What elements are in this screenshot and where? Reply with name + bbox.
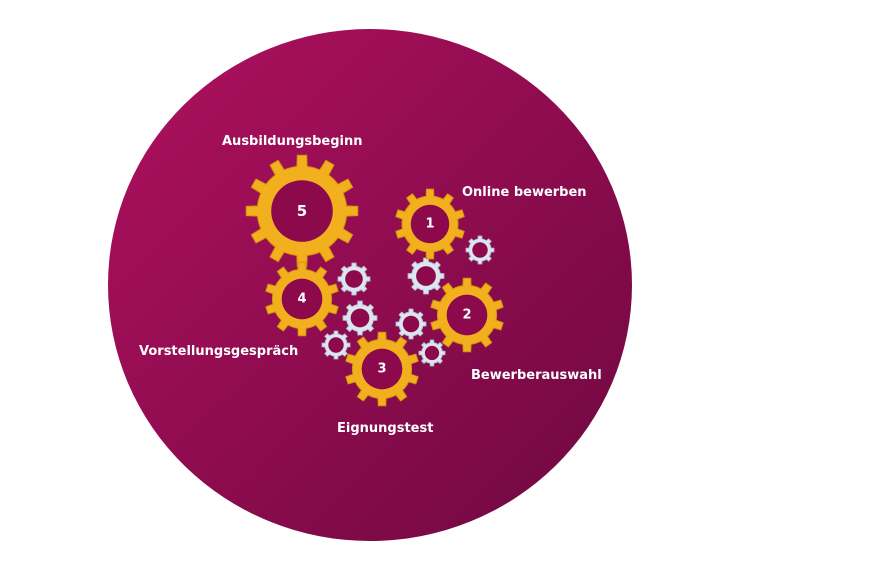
label-ausbildungsbeginn: Ausbildungsbeginn <box>222 134 363 149</box>
gear-step-3: 3 <box>345 331 419 407</box>
gear-step-5: 5 <box>245 154 359 268</box>
gear-step-4: 4 <box>265 261 339 337</box>
big-gear-icon <box>245 154 359 268</box>
small-gear-icon <box>418 339 446 367</box>
gear-step-1: 1 <box>395 188 465 260</box>
background-circle <box>108 29 632 541</box>
small-gear-icon <box>395 308 427 340</box>
gear-number-2: 2 <box>462 308 471 323</box>
gear-number-4: 4 <box>297 292 306 307</box>
gear-number-5: 5 <box>297 202 307 220</box>
label-eignungstest: Eignungstest <box>337 421 433 436</box>
small-gear-icon <box>337 262 371 296</box>
decorative-gears <box>321 235 495 367</box>
small-gear-icon <box>465 235 495 265</box>
label-vorstellungsgespraech: Vorstellungsgespräch <box>139 344 298 359</box>
gear-step-2: 2 <box>430 277 504 353</box>
small-gear-icon <box>407 257 445 295</box>
big-gear-icon <box>345 331 419 407</box>
gear-number-1: 1 <box>425 217 434 232</box>
small-gear-icon <box>342 300 378 336</box>
big-gear-icon <box>395 188 465 260</box>
gear-number-3: 3 <box>377 362 386 377</box>
small-gear-icon <box>321 330 351 360</box>
label-bewerberauswahl: Bewerberauswahl <box>471 368 602 383</box>
big-gear-icon <box>430 277 504 353</box>
label-online-bewerben: Online bewerben <box>462 185 587 200</box>
big-gear-icon <box>265 261 339 337</box>
